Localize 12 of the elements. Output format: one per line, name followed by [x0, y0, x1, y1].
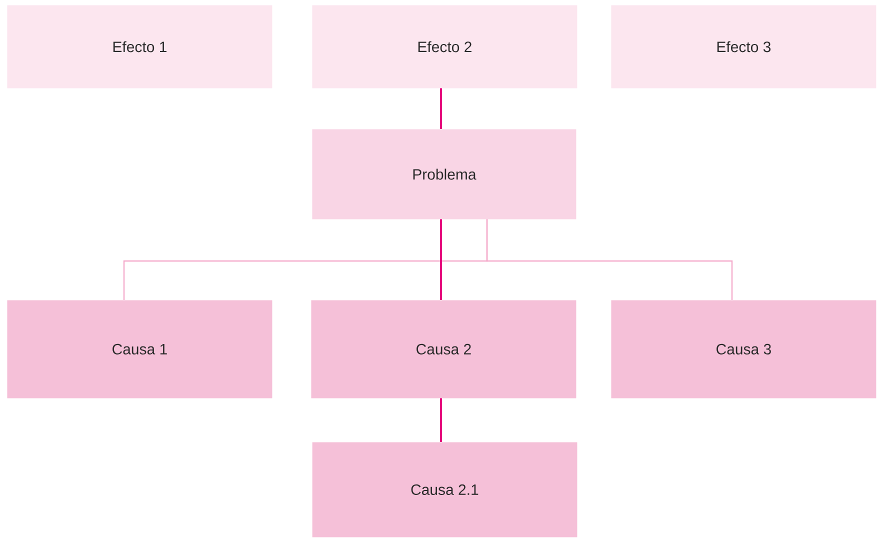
cause-box: Causa 3 [611, 300, 876, 398]
connector-line [440, 219, 442, 300]
cause-box: Causa 2 [311, 300, 576, 398]
cause-box: Causa 1 [7, 300, 272, 398]
effect-box: Efecto 1 [7, 5, 272, 88]
effect-box: Efecto 2 [312, 5, 578, 88]
effect-box: Efecto 3 [611, 5, 876, 88]
problem-box: Problema [312, 129, 576, 220]
connector-line [486, 219, 733, 300]
cause-box: Causa 2.1 [312, 442, 578, 538]
connector-line [440, 88, 442, 129]
connector-line [440, 398, 442, 442]
